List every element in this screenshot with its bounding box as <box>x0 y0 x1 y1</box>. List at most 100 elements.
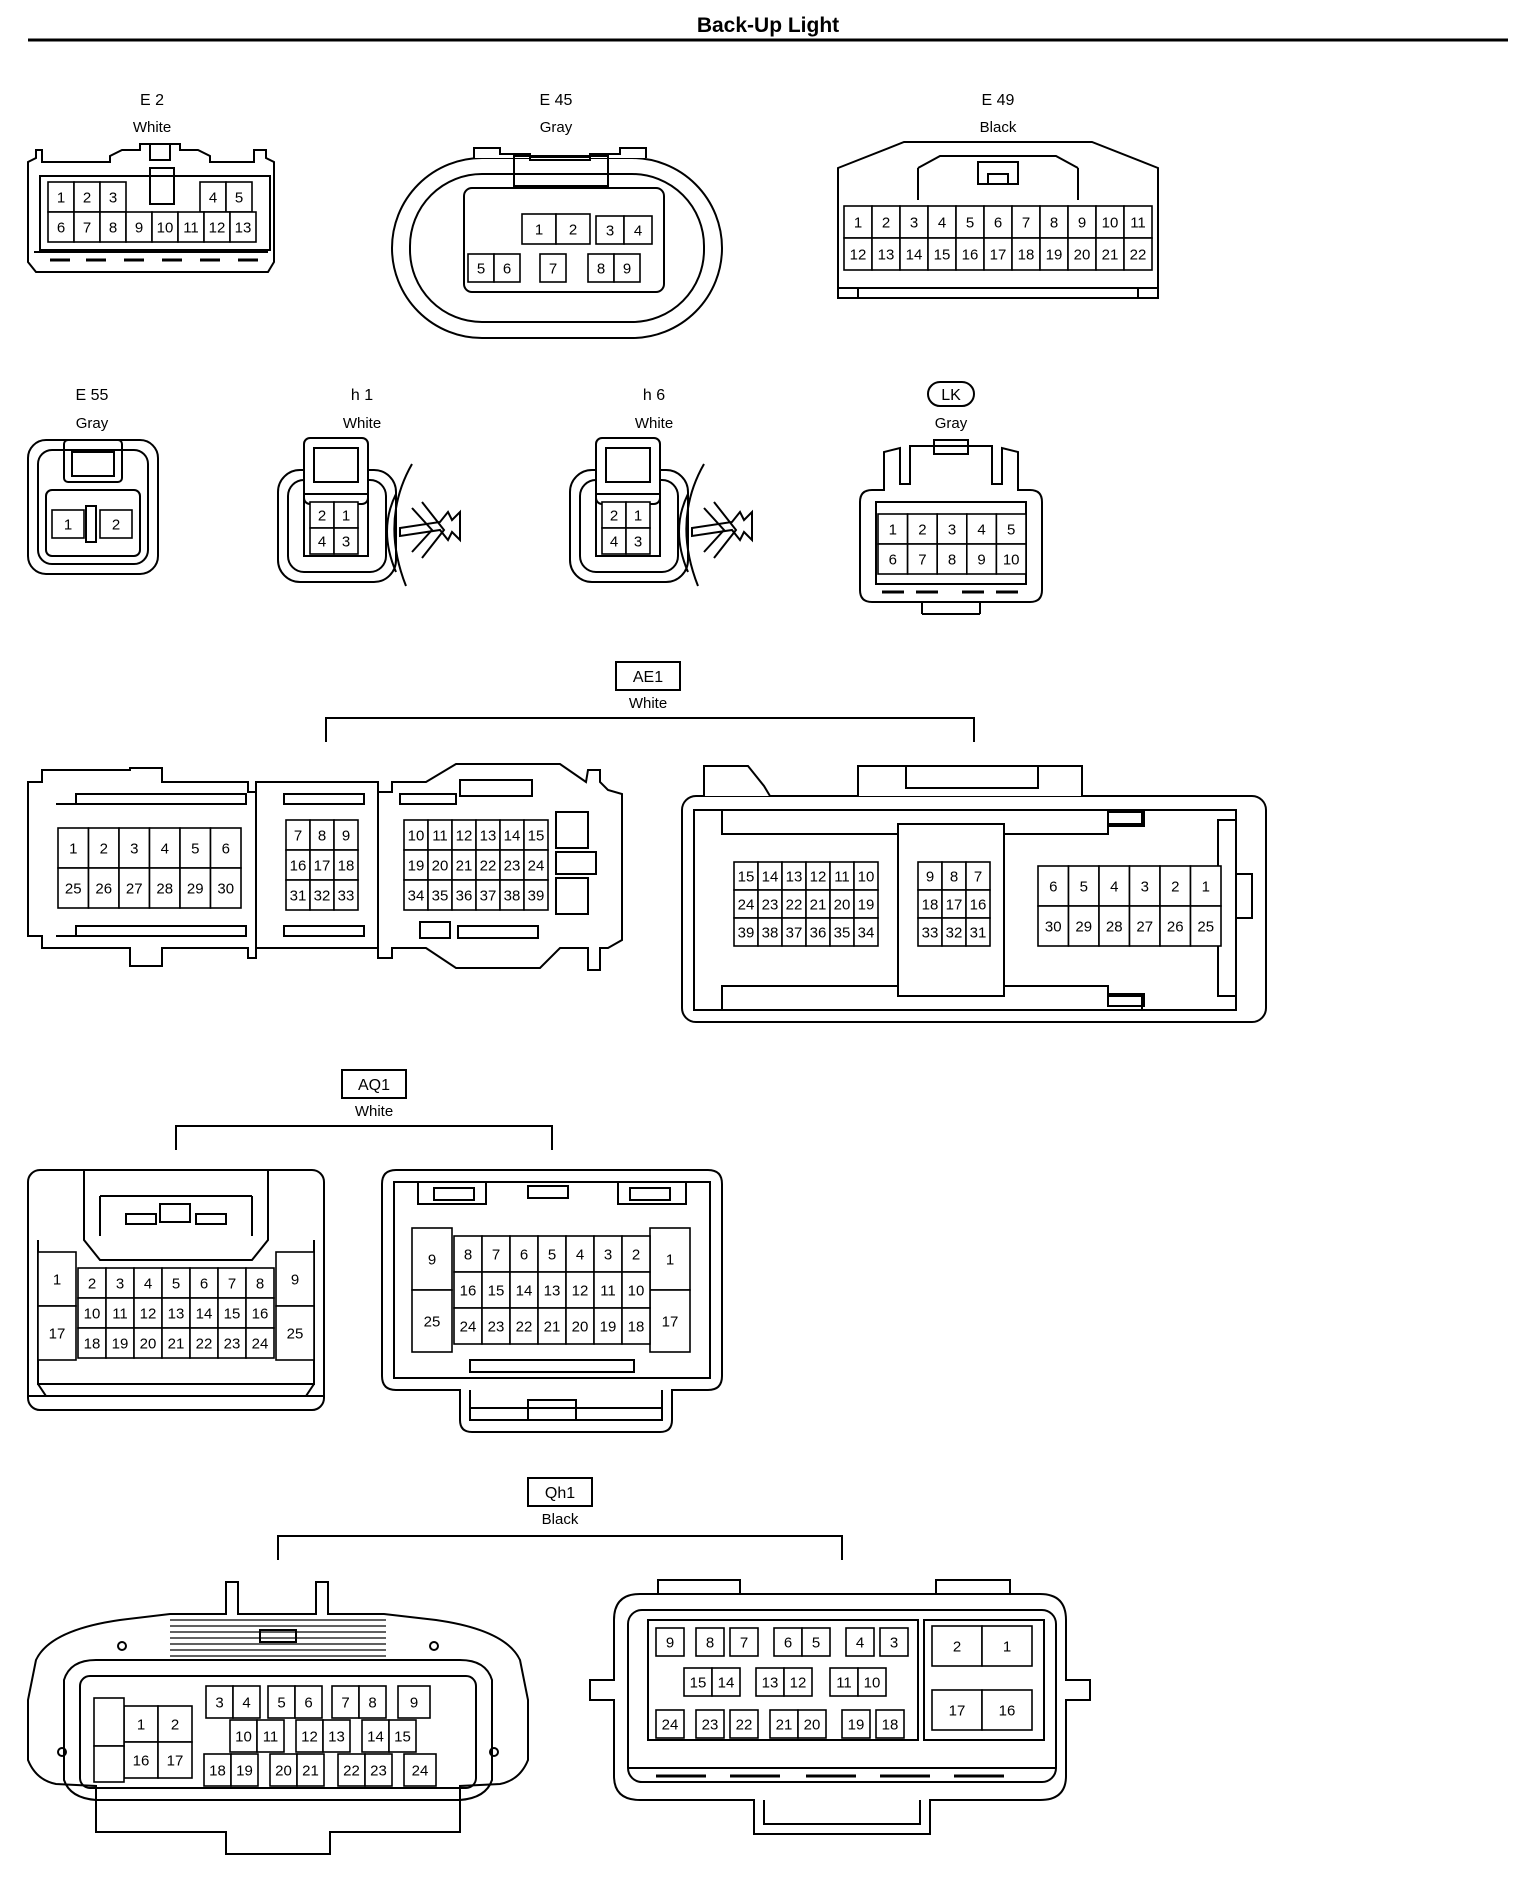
pin-label: 22 <box>786 897 803 914</box>
pin-label: 16 <box>970 897 987 914</box>
pin-qh1-13: 13 <box>322 1719 351 1753</box>
connector-lk-badge <box>927 381 975 407</box>
pin-label: 8 <box>1050 215 1058 232</box>
pin-e45-1: 1 <box>521 213 557 245</box>
pin-qh1-23: 23 <box>695 1709 725 1739</box>
pin-label: 39 <box>528 888 545 905</box>
pin-label: 8 <box>706 1635 714 1652</box>
connector-aq1-color: White <box>355 1103 393 1120</box>
pin-label: 7 <box>1022 215 1030 232</box>
pin-qh1-20: 20 <box>797 1709 827 1739</box>
pin-ae1-15: 15 <box>733 861 759 891</box>
pin-label: 36 <box>456 888 473 905</box>
pin-label: 16 <box>290 858 307 875</box>
pin-aq1-11: 11 <box>105 1297 135 1329</box>
pin-label: 21 <box>302 1763 319 1780</box>
pin-label: 9 <box>410 1695 418 1712</box>
connector-ae1-id: AE1 <box>633 669 663 686</box>
pin-label: 30 <box>217 881 234 898</box>
pin-label: 14 <box>906 247 923 264</box>
pin-ae1-34: 34 <box>853 917 879 947</box>
pin-label: 2 <box>318 508 326 525</box>
pin-label: 8 <box>464 1247 472 1264</box>
pin-h1-2: 2 <box>309 501 335 529</box>
pin-label: 25 <box>1197 919 1214 936</box>
pin-aq1-8: 8 <box>453 1235 483 1273</box>
pin-lk-9: 9 <box>965 543 998 575</box>
pin-label: 4 <box>634 223 642 240</box>
pin-e49-18: 18 <box>1011 237 1041 271</box>
pin-label: 7 <box>341 1695 349 1712</box>
pin-label: 4 <box>610 534 618 551</box>
pin-aq1-6: 6 <box>189 1267 219 1299</box>
pin-e2-7: 7 <box>73 211 101 243</box>
pin-aq1-20: 20 <box>565 1307 595 1345</box>
pin-label: 11 <box>600 1283 616 1300</box>
pin-label: 22 <box>1130 247 1147 264</box>
pin-label: 4 <box>242 1695 250 1712</box>
pin-label: 13 <box>328 1729 345 1746</box>
pin-label: 21 <box>810 897 827 914</box>
pin-label: 1 <box>64 517 72 534</box>
pin-qh1-18: 18 <box>875 1709 905 1739</box>
pin-label: 28 <box>1106 919 1123 936</box>
pin-e49-10: 10 <box>1095 205 1125 239</box>
pin-aq1-17: 17 <box>37 1305 77 1361</box>
pin-label: 10 <box>157 220 174 237</box>
pin-e2-4: 4 <box>199 181 227 213</box>
pin-ae1-13: 13 <box>475 819 501 851</box>
pin-e2-13: 13 <box>229 211 257 243</box>
pin-aq1-2: 2 <box>621 1235 651 1273</box>
pin-e2-11: 11 <box>177 211 205 243</box>
pin-ae1-7: 7 <box>285 819 311 851</box>
pin-aq1-9: 9 <box>411 1227 453 1291</box>
pin-e2-1: 1 <box>47 181 75 213</box>
pin-e49-4: 4 <box>927 205 957 239</box>
pin-qh1-3: 3 <box>205 1685 234 1719</box>
pin-label: 1 <box>535 222 543 239</box>
connector-e2-id: E 2 <box>140 92 164 109</box>
pin-label: 18 <box>922 897 939 914</box>
pin-qh1-15: 15 <box>683 1667 713 1697</box>
pin-e45-4: 4 <box>623 215 653 245</box>
pin-label: 12 <box>209 220 226 237</box>
pin-e2-6: 6 <box>47 211 75 243</box>
pin-label: 11 <box>263 1729 279 1746</box>
pin-label: 10 <box>864 1675 881 1692</box>
pin-label: 18 <box>84 1336 101 1353</box>
connector-lk-color: Gray <box>935 415 968 432</box>
pin-aq1-10: 10 <box>621 1271 651 1309</box>
pin-aq1-13: 13 <box>161 1297 191 1329</box>
pin-e49-5: 5 <box>955 205 985 239</box>
pin-label: 3 <box>215 1695 223 1712</box>
pin-aq1-3: 3 <box>593 1235 623 1273</box>
pin-label: 22 <box>196 1336 213 1353</box>
pin-e49-19: 19 <box>1039 237 1069 271</box>
pin-e55-1: 1 <box>51 509 85 539</box>
pin-label: 1 <box>889 522 897 539</box>
page-title: Back-Up Light <box>697 14 839 37</box>
pin-aq1-5: 5 <box>537 1235 567 1273</box>
pin-aq1-4: 4 <box>565 1235 595 1273</box>
pin-qh1-7: 7 <box>729 1627 759 1657</box>
pin-label: 14 <box>196 1306 213 1323</box>
pin-ae1-16: 16 <box>285 849 311 881</box>
pin-label: 22 <box>343 1763 360 1780</box>
pin-label: 14 <box>718 1675 735 1692</box>
pin-qh1-21: 21 <box>296 1753 325 1787</box>
pin-ae1-32: 32 <box>309 879 335 911</box>
connector-e49-color: Black <box>980 119 1017 136</box>
pin-label: 15 <box>738 869 755 886</box>
pin-label: 8 <box>318 828 326 845</box>
pin-label: 3 <box>910 215 918 232</box>
pin-label: 17 <box>949 1703 966 1720</box>
pin-label: 19 <box>236 1763 253 1780</box>
pin-label: 3 <box>109 190 117 207</box>
pin-ae1-36: 36 <box>805 917 831 947</box>
pin-ae1-4: 4 <box>1098 865 1131 907</box>
pin-ae1-5: 5 <box>179 827 212 869</box>
connector-h1-id: h 1 <box>351 387 373 404</box>
pin-ae1-30: 30 <box>1037 905 1070 947</box>
